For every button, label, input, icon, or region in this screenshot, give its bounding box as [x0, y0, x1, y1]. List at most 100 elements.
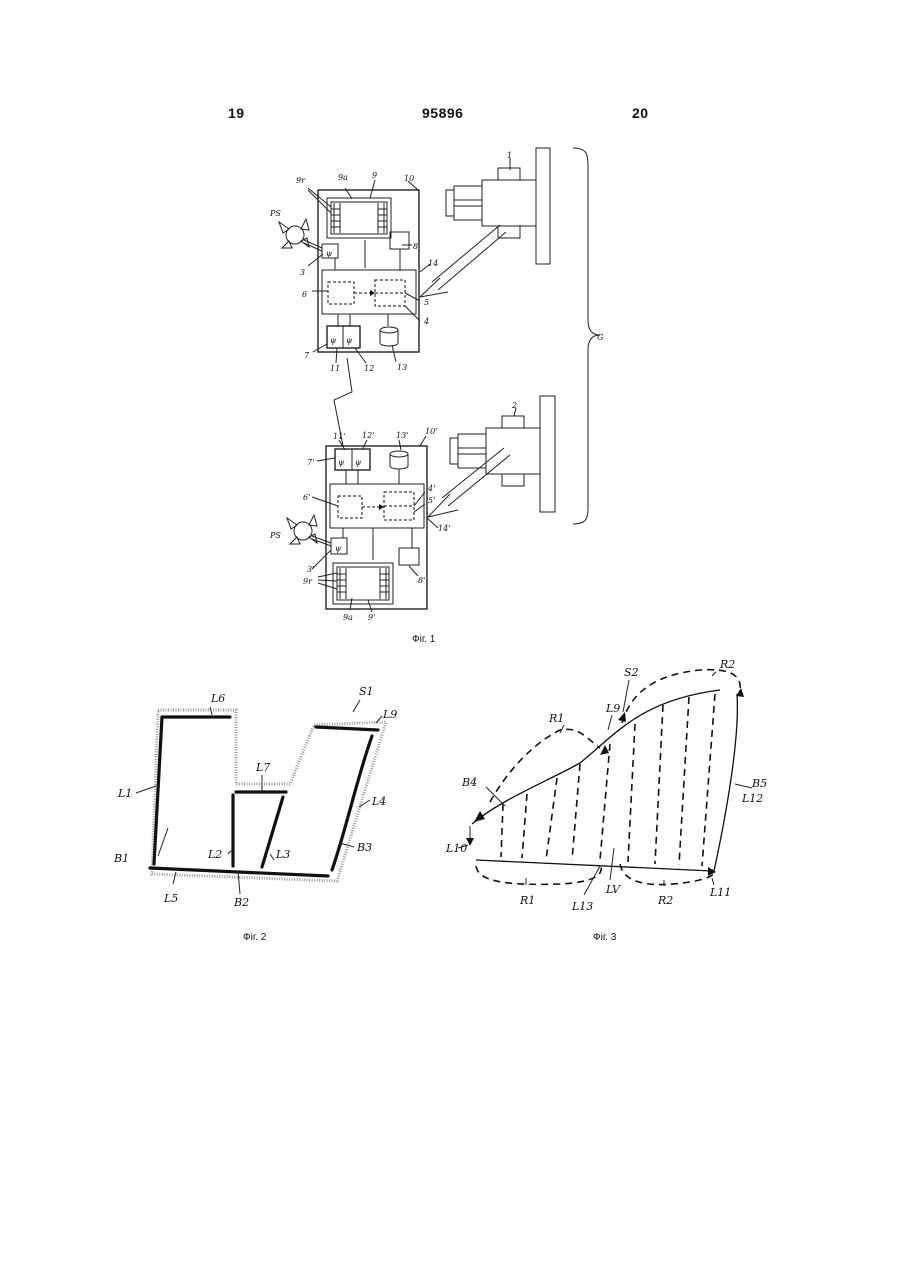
label-ps-top: PS [269, 209, 281, 218]
label-3p: 3' [307, 565, 314, 574]
svg-text:ψ: ψ [355, 458, 362, 467]
label-R1-top: R1 [548, 712, 564, 725]
storage-13p-icon [390, 451, 408, 469]
label-9-top: 9 [372, 171, 377, 180]
turn-route-R1-top [490, 729, 600, 802]
svg-text:ψ: ψ [335, 544, 342, 553]
label-6p: 6' [303, 493, 310, 502]
module-6p [338, 496, 362, 518]
label-L10: L10 [445, 842, 467, 855]
label-3: 3 [300, 268, 305, 277]
label-L9: L9 [605, 702, 620, 715]
display-9-inner [331, 202, 387, 234]
label-L5: L5 [163, 892, 178, 905]
label-S1: S1 [359, 685, 374, 698]
label-L3: L3 [275, 848, 290, 861]
label-9a-bottom: 9a [343, 613, 353, 622]
label-L11: L11 [709, 886, 731, 899]
label-L13: L13 [571, 900, 593, 913]
label-L6: L6 [210, 692, 225, 705]
label-ps-bottom: PS [269, 531, 281, 540]
label-B1: B1 [113, 852, 129, 865]
box-8 [390, 232, 409, 249]
label-13: 13 [397, 363, 407, 372]
label-14p: 14' [438, 524, 450, 533]
label-7: 7 [304, 351, 310, 360]
label-5: 5 [424, 298, 429, 307]
label-14: 14 [428, 259, 438, 268]
fig1-top-arrows [335, 240, 400, 326]
unit-10-box [318, 190, 419, 352]
label-9p: 9' [368, 613, 375, 622]
fig2-field-outline-S1 [152, 710, 386, 881]
fig1-bottom-arrows [343, 469, 412, 560]
svg-text:ψ: ψ [330, 336, 337, 345]
label-7p: 7' [307, 458, 314, 467]
fig2-diagram: L6 S1 L9 L7 L4 L1 B1 L2 L3 B3 L5 B2 [113, 685, 397, 909]
box-8p [399, 548, 419, 565]
fig3-diagram: S2 R2 R1 L9 B4 B5 L12 L10 R1 L13 LV R2 L… [445, 658, 767, 913]
svg-text:ψ: ψ [338, 458, 345, 467]
machine-2 [450, 396, 555, 512]
label-5p: 5' [428, 496, 435, 505]
display-9p-outer [333, 563, 393, 604]
label-9r-top: 9r [296, 176, 306, 185]
label-9a-top: 9a [338, 173, 348, 182]
label-L4: L4 [371, 795, 386, 808]
processor-block [322, 270, 416, 314]
label-L1: L1 [117, 787, 132, 800]
label-B2: B2 [233, 896, 249, 909]
display-9-outer [327, 198, 391, 238]
label-8: 8 [413, 242, 418, 251]
machine-1 [446, 148, 550, 264]
label-R1-bottom: R1 [519, 894, 535, 907]
label-10p: 10' [425, 427, 437, 436]
module-6 [328, 282, 354, 304]
label-L9: L9 [382, 708, 397, 721]
label-4: 4 [423, 317, 429, 326]
field-boundary-L11 [476, 860, 712, 871]
group-bracket-G [573, 148, 600, 524]
line-L9 [316, 727, 378, 730]
label-L7: L7 [255, 761, 270, 774]
label-R2-top: R2 [719, 658, 735, 671]
label-13p: 13' [396, 431, 408, 440]
fig3-working-tracks [501, 694, 715, 866]
line-L5 [150, 868, 328, 876]
fig3-caption: Фіг. 3 [593, 932, 617, 943]
radio-link-14p [428, 448, 510, 517]
turn-route-R1-bottom [476, 864, 601, 884]
label-12p: 12' [362, 431, 374, 440]
label-8p: 8' [418, 576, 425, 585]
label-12: 12 [364, 364, 374, 373]
label-R2-bottom: R2 [657, 894, 673, 907]
label-1: 1 [507, 151, 512, 160]
label-9r-bottom: 9r [303, 577, 313, 586]
field-boundary-L9 [472, 690, 720, 824]
label-11: 11 [330, 364, 340, 373]
fig1-diagram: ψ ψ ψ [269, 148, 604, 622]
label-10: 10 [404, 174, 414, 183]
fig1-caption: Фіг. 1 [412, 634, 436, 645]
label-6: 6 [302, 290, 307, 299]
label-L12: L12 [741, 792, 763, 805]
label-S2: S2 [624, 666, 639, 679]
label-2: 2 [511, 401, 517, 410]
antenna-icon: ψ [326, 249, 333, 258]
display-9-buttons [331, 203, 387, 233]
satellite-icon-bottom [287, 515, 331, 546]
display-9p-buttons [337, 568, 389, 599]
label-B5: B5 [751, 777, 767, 790]
label-L2: L2 [207, 848, 222, 861]
label-LV: LV [605, 883, 621, 896]
field-boundary-L12 [714, 694, 737, 871]
satellite-icon-top [279, 219, 322, 251]
label-B4: B4 [461, 776, 477, 789]
label-4p: 4' [427, 484, 435, 493]
label-B3: B3 [356, 841, 372, 854]
storage-13-icon [380, 327, 398, 346]
display-9p-inner [337, 567, 389, 600]
fig2-caption: Фіг. 2 [243, 932, 267, 943]
label-11p: 11' [333, 432, 345, 441]
